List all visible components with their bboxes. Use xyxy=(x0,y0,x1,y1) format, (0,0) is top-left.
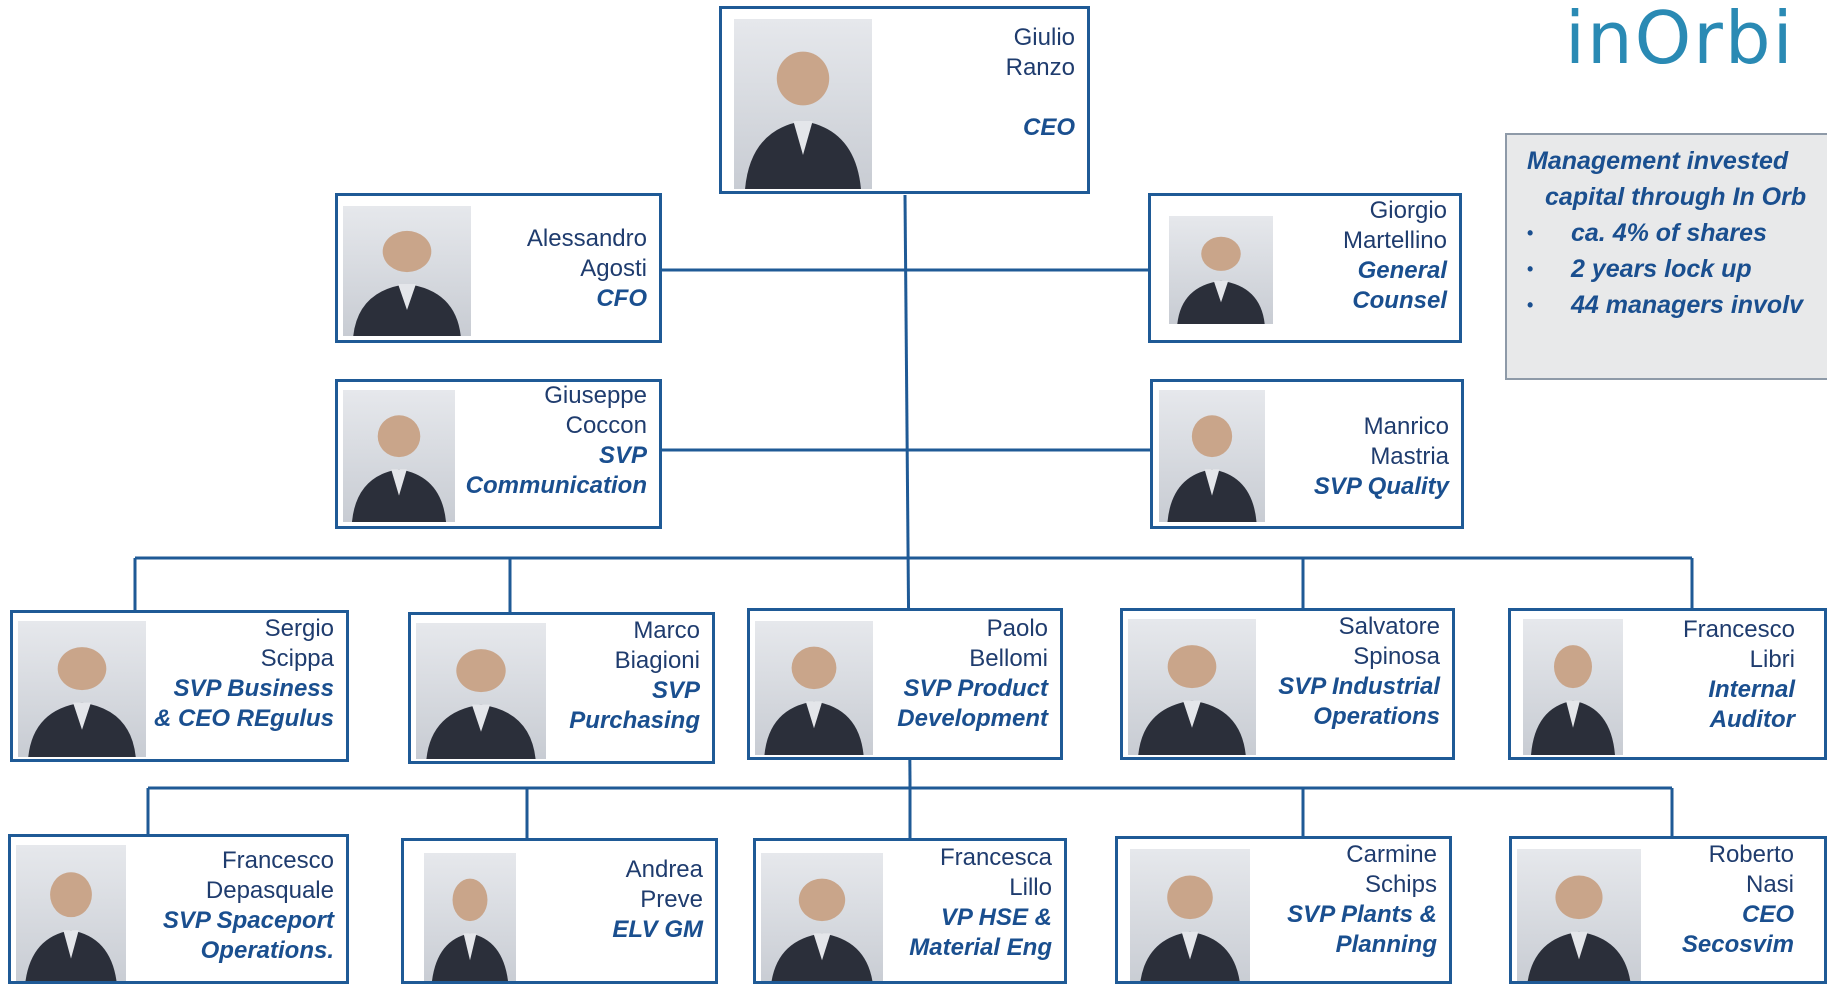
person-last-name: Spinosa xyxy=(1353,643,1440,670)
person-photo xyxy=(1130,849,1250,981)
person-first-name: Paolo xyxy=(986,615,1048,642)
person-card-internal-auditor: Francesco Libri Internal Auditor xyxy=(1508,608,1827,760)
person-card-hse: Francesca Lillo VP HSE & Material Eng xyxy=(753,838,1067,984)
person-last-name: Agosti xyxy=(580,255,647,282)
info-bullet: 44 managers involv xyxy=(1527,287,1827,323)
person-card-plants: Carmine Schips SVP Plants & Planning xyxy=(1115,836,1452,984)
person-card-industrial: Salvatore Spinosa SVP Industrial Operati… xyxy=(1120,608,1455,760)
person-photo xyxy=(1159,390,1265,522)
person-card-spaceport: Francesco Depasquale SVP Spaceport Opera… xyxy=(8,834,349,984)
person-first-name: Sergio xyxy=(264,615,334,642)
person-first-name: Marco xyxy=(633,617,700,644)
person-card-purchasing: Marco Biagioni SVP Purchasing xyxy=(408,612,715,764)
person-first-name: Giulio xyxy=(1013,24,1075,51)
info-heading-line2: capital through In Orb xyxy=(1545,183,1807,211)
person-photo xyxy=(1523,619,1623,755)
person-role: VP HSE & xyxy=(940,904,1052,931)
person-role: SVP xyxy=(598,442,647,469)
person-photo xyxy=(755,621,873,755)
person-role: SVP Product xyxy=(903,675,1048,702)
person-role: ELV GM xyxy=(612,916,703,943)
person-role: Material Eng xyxy=(909,934,1052,961)
info-bullet: 2 years lock up xyxy=(1527,251,1827,287)
person-last-name: Coccon xyxy=(565,412,647,439)
person-card-ceo: Giulio Ranzo CEO xyxy=(719,6,1090,194)
person-role: SVP Plants & xyxy=(1287,901,1437,928)
person-photo xyxy=(1128,619,1256,755)
person-card-cfo: Alessandro Agosti CFO xyxy=(335,193,662,343)
person-first-name: Giorgio xyxy=(1369,197,1447,224)
person-photo xyxy=(18,621,146,757)
person-first-name: Salvatore xyxy=(1338,613,1440,640)
person-first-name: Giuseppe xyxy=(544,382,647,409)
person-role: CEO xyxy=(1741,901,1794,928)
person-photo xyxy=(424,853,516,981)
person-card-quality: Manrico Mastria SVP Quality xyxy=(1150,379,1464,529)
person-card-product: Paolo Bellomi SVP Product Development xyxy=(747,608,1063,760)
person-last-name: Ranzo xyxy=(1005,54,1075,81)
person-photo xyxy=(734,19,872,189)
person-role: Internal xyxy=(1708,676,1795,703)
person-photo xyxy=(16,845,126,981)
person-role: SVP Industrial xyxy=(1278,673,1440,700)
person-role: SVP Business xyxy=(173,675,334,702)
person-card-secosvim: Roberto Nasi CEO Secosvim xyxy=(1509,836,1827,984)
person-last-name: Schips xyxy=(1364,871,1437,898)
person-first-name: Carmine xyxy=(1346,841,1437,868)
person-photo xyxy=(343,390,455,522)
person-last-name: Mastria xyxy=(1370,443,1449,470)
person-role: Purchasing xyxy=(569,707,700,734)
person-first-name: Roberto xyxy=(1708,841,1794,868)
person-role: Communication xyxy=(465,472,647,499)
info-heading-line1: Management invested xyxy=(1527,147,1789,175)
person-role: SVP xyxy=(651,677,700,704)
person-role: & CEO REgulus xyxy=(153,705,334,732)
person-role: General xyxy=(1357,257,1447,284)
person-photo xyxy=(1169,216,1273,324)
person-role: Development xyxy=(897,705,1048,732)
person-last-name: Lillo xyxy=(1009,874,1052,901)
person-last-name: Scippa xyxy=(260,645,334,672)
person-first-name: Francesco xyxy=(221,847,334,874)
management-investment-box: Management invested capital through In O… xyxy=(1505,133,1827,380)
person-role: SVP Quality xyxy=(1313,473,1449,500)
person-first-name: Francesca xyxy=(939,844,1052,871)
person-role: CFO xyxy=(596,285,647,312)
person-first-name: Manrico xyxy=(1363,413,1449,440)
person-role: Operations xyxy=(1313,703,1440,730)
person-photo xyxy=(343,206,471,336)
person-photo xyxy=(416,623,546,759)
person-first-name: Francesco xyxy=(1682,616,1795,643)
person-card-general-counsel: Giorgio Martellino General Counsel xyxy=(1148,193,1462,343)
person-role: CEO xyxy=(1022,114,1075,141)
info-bullet-list: ca. 4% of shares 2 years lock up 44 mana… xyxy=(1527,215,1827,323)
person-card-communication: Giuseppe Coccon SVP Communication xyxy=(335,379,662,529)
person-last-name: Bellomi xyxy=(969,645,1048,672)
person-photo xyxy=(761,853,883,981)
person-first-name: Alessandro xyxy=(526,225,647,252)
person-card-elv: Andrea Preve ELV GM xyxy=(401,838,718,984)
person-first-name: Andrea xyxy=(625,856,703,883)
person-photo xyxy=(1517,849,1641,981)
info-bullet: ca. 4% of shares xyxy=(1527,215,1827,251)
person-last-name: Martellino xyxy=(1342,227,1447,254)
person-last-name: Biagioni xyxy=(614,647,700,674)
company-logo: inOrbi xyxy=(1565,0,1795,80)
person-card-business: Sergio Scippa SVP Business & CEO REgulus xyxy=(10,610,349,762)
person-role: Counsel xyxy=(1352,287,1447,314)
person-last-name: Preve xyxy=(640,886,703,913)
person-last-name: Nasi xyxy=(1745,871,1794,898)
person-role: Auditor xyxy=(1709,706,1795,733)
person-last-name: Depasquale xyxy=(205,877,334,904)
person-role: Planning xyxy=(1335,931,1437,958)
person-role: Operations. xyxy=(200,937,334,964)
person-role: SVP Spaceport xyxy=(162,907,334,934)
person-role: Secosvim xyxy=(1681,931,1794,958)
person-last-name: Libri xyxy=(1749,646,1795,673)
